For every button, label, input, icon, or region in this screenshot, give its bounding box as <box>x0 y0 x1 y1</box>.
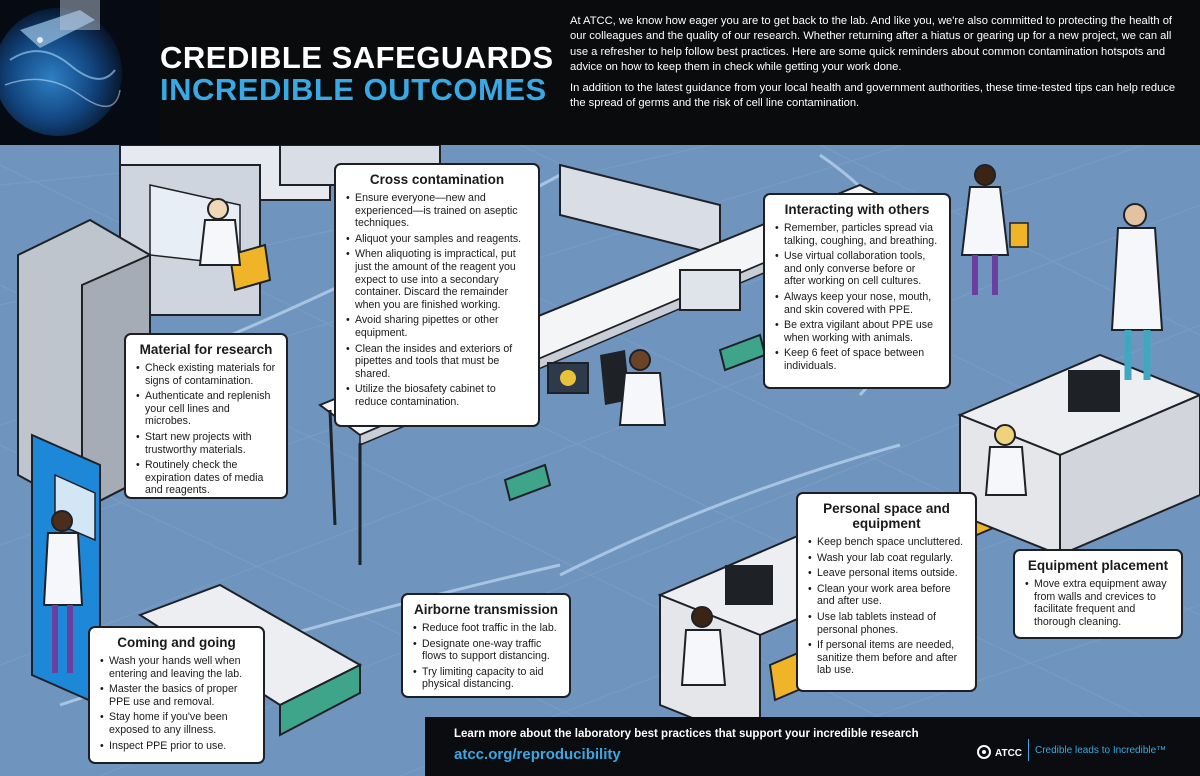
list-item: Keep 6 feet of space between individuals… <box>775 347 939 372</box>
intro-paragraph-1: At ATCC, we know how eager you are to ge… <box>570 15 1173 73</box>
list-item: Clean the insides and exteriors of pipet… <box>346 343 528 381</box>
page-subtitle: INCREDIBLE OUTCOMES <box>160 72 547 107</box>
card-title: Airborne transmission <box>413 602 559 617</box>
brand-name: ATCC <box>995 748 1023 759</box>
card-cross-contamination: Cross contamination Ensure everyone—new … <box>334 163 540 427</box>
list-item: Aliquot your samples and reagents. <box>346 233 528 246</box>
card-material-for-research: Material for research Check existing mat… <box>124 333 288 499</box>
list-item: Wash your lab coat regularly. <box>808 552 965 565</box>
intro-text: At ATCC, we know how eager you are to ge… <box>570 14 1180 118</box>
list-item: Inspect PPE prior to use. <box>100 740 253 753</box>
list-item: Routinely check the expiration dates of … <box>136 459 276 497</box>
list-item: Move extra equipment away from walls and… <box>1025 578 1171 628</box>
card-title: Interacting with others <box>784 202 930 217</box>
list-item: Try limiting capacity to aid physical di… <box>413 666 559 691</box>
list-item: Check existing materials for signs of co… <box>136 362 276 387</box>
list-item: When aliquoting is impractical, put just… <box>346 248 528 311</box>
card-list: Ensure everyone—new and experienced—is t… <box>346 192 528 409</box>
list-item: Start new projects with trustworthy mate… <box>136 431 276 456</box>
card-list: Move extra equipment away from walls and… <box>1025 578 1171 628</box>
list-item: Authenticate and replenish your cell lin… <box>136 390 276 428</box>
list-item: Stay home if you've been exposed to any … <box>100 711 253 736</box>
intro-paragraph-2: In addition to the latest guidance from … <box>570 82 1176 110</box>
list-item: Designate one-way traffic flows to suppo… <box>413 638 559 663</box>
list-item: Reduce foot traffic in the lab. <box>413 622 559 635</box>
list-item: Ensure everyone—new and experienced—is t… <box>346 192 528 230</box>
card-list: Keep bench space uncluttered. Wash your … <box>808 536 965 677</box>
page-title: CREDIBLE SAFEGUARDS <box>160 40 554 75</box>
card-title: Personal space and equipment <box>823 501 950 531</box>
list-item: Always keep your nose, mouth, and skin c… <box>775 291 939 316</box>
learn-more-text: Learn more about the laboratory best pra… <box>454 728 919 740</box>
list-item: Use lab tablets instead of personal phon… <box>808 611 965 636</box>
reproducibility-link[interactable]: atcc.org/reproducibility <box>454 746 621 763</box>
card-coming-and-going: Coming and going Wash your hands well wh… <box>88 626 265 764</box>
card-list: Wash your hands well when entering and l… <box>100 655 253 752</box>
list-item: Master the basics of proper PPE use and … <box>100 683 253 708</box>
card-title: Coming and going <box>117 635 236 650</box>
card-equipment-placement: Equipment placement Move extra equipment… <box>1013 549 1183 639</box>
list-item: Be extra vigilant about PPE use when wor… <box>775 319 939 344</box>
card-title: Cross contamination <box>369 172 505 187</box>
card-title: Equipment placement <box>1027 558 1169 573</box>
card-personal-space-and-equipment: Personal space and equipment Keep bench … <box>796 492 977 692</box>
list-item: Remember, particles spread via talking, … <box>775 222 939 247</box>
list-item: Avoid sharing pipettes or other equipmen… <box>346 314 528 339</box>
card-list: Reduce foot traffic in the lab. Designat… <box>413 622 559 691</box>
card-list: Remember, particles spread via talking, … <box>775 222 939 373</box>
list-item: Utilize the biosafety cabinet to reduce … <box>346 383 528 408</box>
header-banner: CREDIBLE SAFEGUARDS INCREDIBLE OUTCOMES … <box>0 0 1200 145</box>
list-item: Leave personal items outside. <box>808 567 965 580</box>
list-item: If personal items are needed, sanitize t… <box>808 639 965 677</box>
card-interacting-with-others: Interacting with others Remember, partic… <box>763 193 951 389</box>
list-item: Keep bench space uncluttered. <box>808 536 965 549</box>
globe-pipette-image <box>0 0 160 145</box>
brand-tagline: Credible leads to Incredible™ <box>1035 745 1167 756</box>
card-airborne-transmission: Airborne transmission Reduce foot traffi… <box>401 593 571 698</box>
list-item: Clean your work area before and after us… <box>808 583 965 608</box>
atcc-logo-icon <box>977 745 991 759</box>
card-title: Material for research <box>139 342 273 357</box>
list-item: Use virtual collaboration tools, and onl… <box>775 250 939 288</box>
card-list: Check existing materials for signs of co… <box>136 362 276 497</box>
footer-banner: Learn more about the laboratory best pra… <box>425 717 1200 776</box>
footer-divider <box>1028 739 1029 761</box>
list-item: Wash your hands well when entering and l… <box>100 655 253 680</box>
